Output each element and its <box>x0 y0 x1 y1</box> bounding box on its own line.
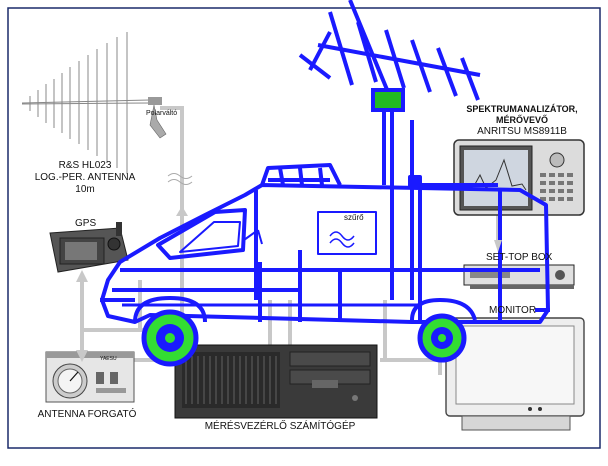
polarizer-label: Polarváltó <box>146 110 178 117</box>
antenna-rotator-label: ANTENNA FORGATÓ <box>37 409 137 420</box>
set-top-box-label: SET-TOP BOX <box>486 252 553 263</box>
log-periodic-antenna <box>21 32 151 174</box>
spectrum-analyzer-device <box>453 139 585 216</box>
antenna-rotator-device <box>45 351 135 403</box>
monitor-device <box>445 317 585 431</box>
control-computer-device <box>174 344 378 419</box>
gps-device <box>49 222 129 273</box>
spectrum-analyzer-model: ANRITSU MS8911B <box>477 126 567 137</box>
antenna-height-label: 10m <box>75 184 95 195</box>
control-computer-label: MÉRÉSVEZÉRLŐ SZÁMÍTÓGÉP <box>204 421 356 432</box>
measurement-van <box>100 110 550 324</box>
filter-label: szűrő <box>344 213 364 222</box>
yagi-antenna <box>298 0 481 101</box>
rotator-brand-label: YAESU <box>100 356 117 362</box>
spectrum-analyzer-subtitle: MÉRŐVEVŐ <box>495 115 548 125</box>
polarizer-unit <box>148 97 167 139</box>
spectrum-analyzer-title: SPEKTRUMANALIZÁTOR, <box>466 104 578 114</box>
antenna-type-label: LOG.-PER. ANTENNA <box>34 172 136 183</box>
rear-wheel <box>417 313 467 363</box>
antenna-model-label: R&S HL023 <box>58 160 112 171</box>
antenna-amplifier-box <box>371 88 405 112</box>
monitor-label: MONITOR <box>489 305 537 316</box>
filter-symbol <box>329 231 355 241</box>
front-wheel <box>141 309 199 367</box>
gps-label: GPS <box>75 218 97 229</box>
